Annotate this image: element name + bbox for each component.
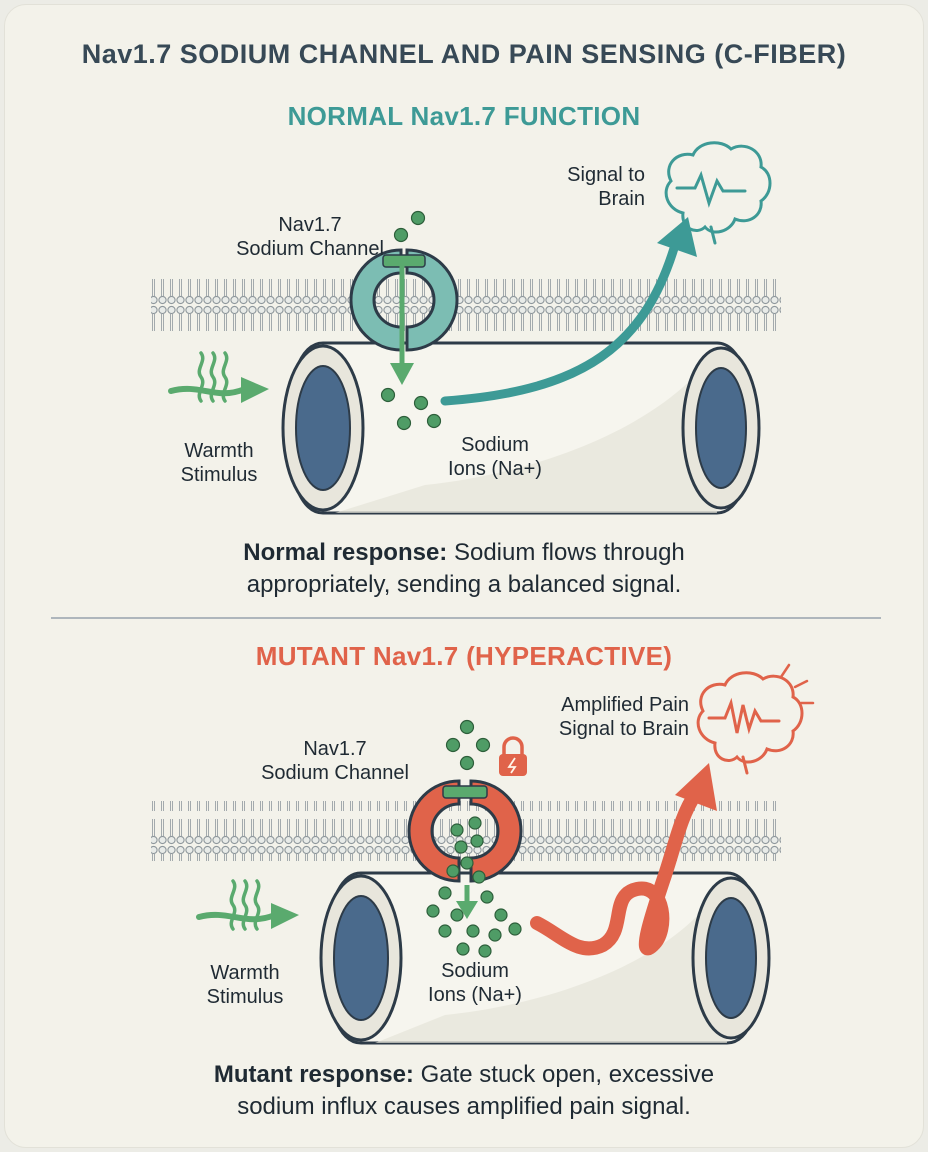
section-divider xyxy=(51,617,881,619)
normal-signal-arrow xyxy=(440,240,680,406)
mutant-signal-arrow xyxy=(530,788,702,956)
normal-sodium-ions xyxy=(380,210,442,431)
mutant-caption-line2: sodium influx causes amplified pain sign… xyxy=(237,1093,691,1120)
normal-caption: Normal response: Sodium flows through ap… xyxy=(5,537,923,601)
normal-channel-label-line1: Nav1.7 xyxy=(278,214,342,236)
mutant-channel-label-line2: Sodium Channel xyxy=(261,762,409,784)
normal-brain-icon xyxy=(664,141,772,245)
normal-ions-label: Sodium Ions (Na+) xyxy=(425,433,565,481)
normal-ions-label-line1: Sodium xyxy=(461,434,529,456)
mutant-ions-label: Sodium Ions (Na+) xyxy=(405,959,545,1007)
normal-sodium-channel-icon xyxy=(349,248,459,352)
mutant-channel-label: Nav1.7 Sodium Channel xyxy=(245,737,425,785)
normal-stimulus-label-line2: Stimulus xyxy=(180,464,258,486)
mutant-channel-label-line1: Nav1.7 xyxy=(303,738,367,760)
mutant-caption-bold: Mutant response: xyxy=(213,1061,414,1088)
normal-nerve-fiber-icon xyxy=(281,341,761,515)
diagram-art xyxy=(151,141,815,1045)
normal-membrane xyxy=(151,275,781,335)
page-title: Nav1.7 SODIUM CHANNEL AND PAIN SENSING (… xyxy=(81,39,847,69)
normal-section-title: NORMAL Nav1.7 FUNCTION xyxy=(287,101,641,131)
mutant-diagram xyxy=(151,663,815,1045)
normal-signal-label-line1: Signal to xyxy=(567,164,645,186)
mutant-sodium-channel-icon xyxy=(407,779,523,883)
mutant-stimulus-label-line1: Warmth xyxy=(210,962,280,984)
normal-heat-waves-icon xyxy=(168,351,248,403)
mutant-heat-waves-icon xyxy=(196,879,278,931)
mutant-caption-line1: Gate stuck open, excessive xyxy=(420,1061,715,1088)
normal-ions-label-line2: Ions (Na+) xyxy=(448,458,542,480)
normal-caption-bold: Normal response: xyxy=(243,539,448,566)
normal-channel-label: Nav1.7 Sodium Channel xyxy=(225,213,395,261)
normal-caption-line2: appropriately, sending a balanced signal… xyxy=(246,571,682,598)
mutant-stimulus-label: Warmth Stimulus xyxy=(185,961,305,1009)
normal-signal-label-line2: Brain xyxy=(598,188,645,210)
mutant-section-title: MUTANT Nav1.7 (HYPERACTIVE) xyxy=(255,641,673,671)
normal-signal-label: Signal to Brain xyxy=(505,163,645,211)
mutant-signal-label-line1: Amplified Pain xyxy=(561,694,689,716)
mutant-ions-label-line2: Ions (Na+) xyxy=(428,984,522,1006)
mutant-brain-icon xyxy=(696,663,815,775)
mutant-nerve-fiber-icon xyxy=(319,871,771,1045)
infographic-card: Nav1.7 SODIUM CHANNEL AND PAIN SENSING (… xyxy=(4,4,924,1148)
mutant-signal-label: Amplified Pain Signal to Brain xyxy=(525,693,689,741)
normal-stimulus-label: Warmth Stimulus xyxy=(159,439,279,487)
lock-icon xyxy=(499,736,527,776)
normal-caption-line1: Sodium flows through xyxy=(453,539,685,566)
mutant-sodium-ions xyxy=(426,719,522,958)
normal-stimulus-label-line1: Warmth xyxy=(184,440,254,462)
mutant-caption: Mutant response: Gate stuck open, excess… xyxy=(5,1059,923,1123)
normal-channel-label-line2: Sodium Channel xyxy=(236,238,384,260)
mutant-ions-label-line1: Sodium xyxy=(441,960,509,982)
mutant-signal-label-line2: Signal to Brain xyxy=(558,718,689,740)
mutant-stimulus-label-line2: Stimulus xyxy=(206,986,284,1008)
normal-diagram xyxy=(151,141,781,515)
